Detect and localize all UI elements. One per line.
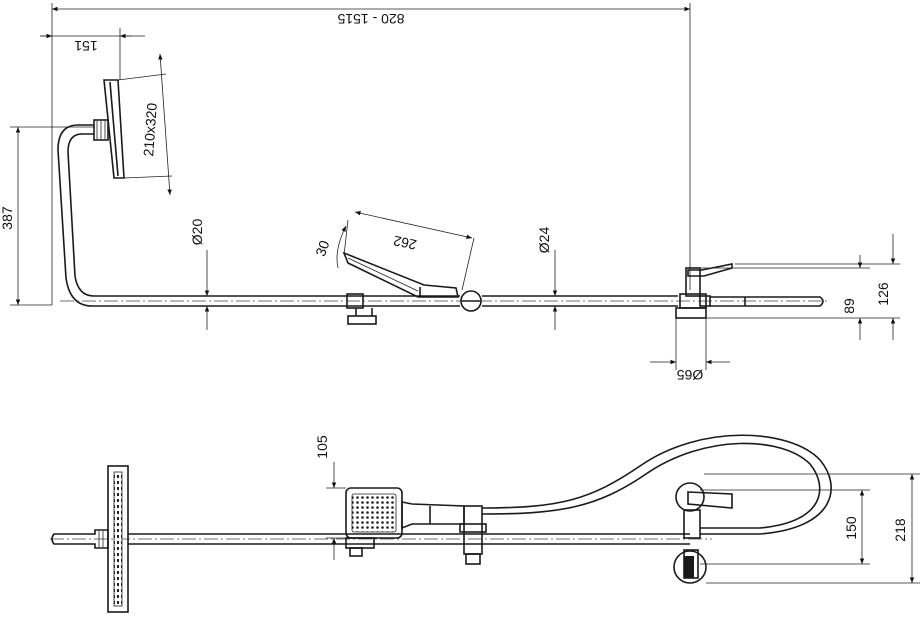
wall-flange [347, 315, 377, 325]
dim-valve-h2: 126 [875, 282, 891, 306]
dim-line-hand-length [354, 211, 473, 239]
mixer-front-body [683, 509, 701, 539]
front-view: 105 150 218 [50, 434, 920, 613]
bracket-base [349, 547, 363, 557]
dim-hand-length: 262 [392, 233, 418, 254]
dim-front-h1: 150 [843, 516, 859, 540]
head-shower-front [107, 465, 129, 613]
extension-line [343, 219, 349, 256]
head-face-line [109, 81, 119, 177]
arm-pipe-inner [67, 133, 460, 297]
extension-line [123, 175, 173, 179]
dim-rail-dia: Ø24 [536, 227, 552, 254]
head-nozzles [113, 471, 123, 607]
mixer-valve-body [685, 267, 701, 297]
dim-overall-width: 820 - 1515 [337, 11, 404, 27]
arm-pipe-outer [57, 124, 460, 307]
dim-head-offset: 151 [74, 38, 98, 54]
dim-line-angle [336, 225, 347, 269]
mixer-outlet [710, 296, 824, 307]
hose-inner [481, 442, 821, 529]
front-bracket [345, 537, 375, 549]
mixer-front-fill [684, 556, 694, 578]
dim-arm-height: 387 [0, 206, 15, 230]
dim-hand-angle: 30 [312, 238, 332, 258]
front-slider [463, 505, 483, 555]
dim-line-head-size [158, 53, 172, 196]
front-arm-stub [51, 529, 109, 549]
mixer-flange [675, 307, 707, 319]
hand-shower-side [342, 251, 459, 298]
dim-valve-h1: 89 [841, 298, 857, 314]
mixer-front-flange [673, 550, 707, 584]
hand-shower-handle [401, 501, 465, 530]
dim-head-size: 210x320 [140, 102, 160, 157]
side-view: 820 - 1515 151 210x320 387 Ø [0, 3, 900, 383]
rail-bracket [346, 293, 364, 309]
dim-valve-dia: Ø65 [677, 367, 704, 383]
head-connector [93, 119, 109, 141]
dim-pipe-dia: Ø20 [189, 219, 205, 246]
dim-front-handle: 105 [314, 435, 330, 459]
hose-outer [481, 434, 832, 535]
rail-slider [460, 290, 482, 312]
mixer-top-cap [675, 482, 705, 512]
mixer-front-lever [687, 491, 733, 509]
hand-shower-nozzles [351, 493, 397, 533]
mixer-nut [699, 295, 711, 307]
extension-line [461, 237, 475, 291]
hand-shower-line [347, 257, 419, 292]
extension-line [117, 73, 167, 81]
slider-clamp [459, 523, 487, 533]
mixer-lever [687, 263, 733, 277]
slider-knob [465, 553, 481, 565]
dim-front-h2: 218 [892, 518, 908, 542]
